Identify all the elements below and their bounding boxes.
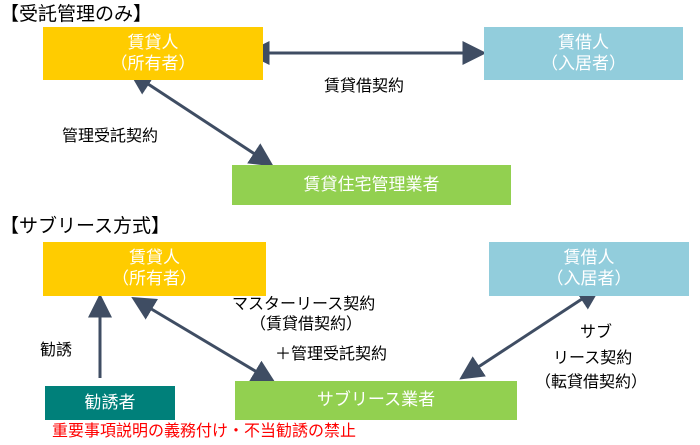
lease-contract-label: 賃貸借契約 <box>324 76 405 95</box>
management-contract-label: 管理受託契約 <box>62 126 159 145</box>
sublease-label-line2: リース契約 <box>553 348 633 367</box>
sublease-label-line1: サブ <box>580 322 613 341</box>
master-lease-label-line3: ＋管理受託契約 <box>275 344 388 363</box>
tenant-sublabel: （入居者） <box>546 269 632 289</box>
master-lease-label-line2: （賃貸借契約） <box>250 314 363 333</box>
section-title-sublease: 【サブリース方式】 <box>0 215 171 237</box>
sublease-company-label: サブリース業者 <box>316 390 436 410</box>
management-company-box: 賃貸住宅管理業者 <box>232 165 511 205</box>
owner-sublabel: （所有者） <box>112 269 197 289</box>
sublease-label-line3: （転貸借契約） <box>535 372 648 391</box>
owner-box-bottom: 賃貸人 （所有者） <box>43 242 266 296</box>
owner-sublabel: （所有者） <box>110 53 196 74</box>
regulation-note: 重要事項説明の義務付け・不当勧誘の禁止 <box>52 421 357 440</box>
sublease-company-box: サブリース業者 <box>235 381 517 420</box>
tenant-label: 賃借人 <box>563 248 615 268</box>
tenant-label: 賃借人 <box>558 32 609 53</box>
master-lease-label-line1: マスターリース契約 <box>232 294 376 313</box>
tenant-box-bottom: 賃借人 （入居者） <box>489 242 689 296</box>
owner-box-top: 賃貸人 （所有者） <box>43 27 263 80</box>
tenant-box-top: 賃借人 （入居者） <box>484 27 683 80</box>
owner-label: 賃貸人 <box>129 248 180 268</box>
solicitor-box: 勧誘者 <box>45 386 175 420</box>
management-company-label: 賃貸住宅管理業者 <box>303 174 440 195</box>
solicitor-label: 勧誘者 <box>84 392 136 413</box>
management-contract-arrow <box>128 71 274 167</box>
solicitation-label: 勧誘 <box>40 340 73 359</box>
owner-label: 賃貸人 <box>127 32 179 53</box>
tenant-sublabel: （入居者） <box>541 53 626 74</box>
section-title-management-only: 【受託管理のみ】 <box>0 3 153 25</box>
